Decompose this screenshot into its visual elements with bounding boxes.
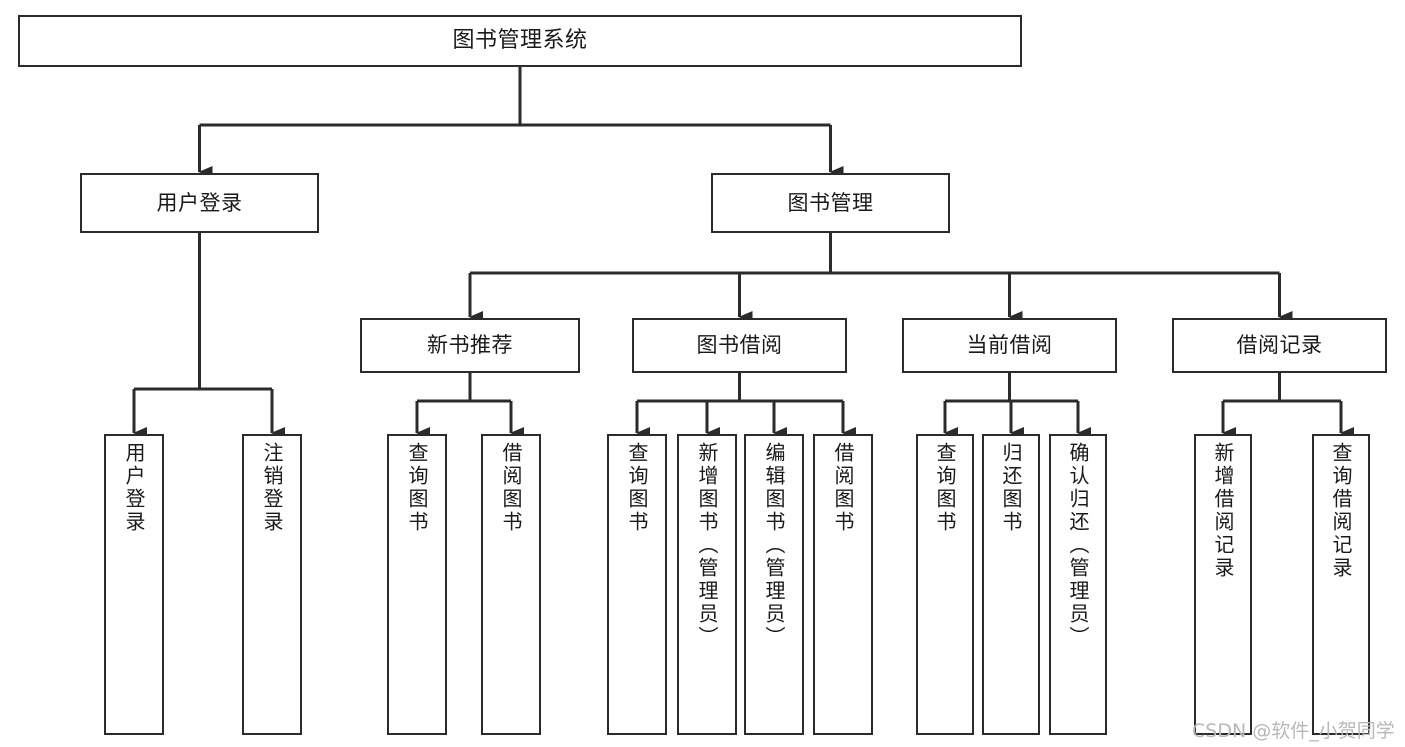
node-new-book-recommend-label: 新书推荐 [427, 333, 513, 358]
node-leaf-add-book[interactable]: 新增图书（管理员） [677, 434, 737, 735]
node-book-borrow-label: 图书借阅 [696, 333, 783, 358]
node-leaf-query-book-1-label: 查询图书 [405, 442, 429, 534]
node-current-borrow-label: 当前借阅 [966, 333, 1053, 358]
node-leaf-user-login[interactable]: 用户登录 [104, 434, 164, 735]
node-root-label: 图书管理系统 [452, 28, 588, 54]
node-leaf-logout-label: 注销登录 [260, 442, 284, 534]
node-leaf-borrow-book-2[interactable]: 借阅图书 [813, 434, 873, 735]
node-leaf-query-record[interactable]: 查询借阅记录 [1312, 434, 1370, 735]
node-leaf-query-record-label: 查询借阅记录 [1329, 442, 1353, 580]
node-root[interactable]: 图书管理系统 [18, 15, 1022, 67]
node-user-login-label: 用户登录 [156, 190, 243, 215]
node-user-login[interactable]: 用户登录 [80, 173, 319, 233]
node-leaf-borrow-book-1-label: 借阅图书 [499, 442, 523, 534]
node-leaf-confirm-return-label: 确认归还（管理员） [1066, 442, 1090, 649]
node-leaf-add-book-label: 新增图书（管理员） [695, 442, 719, 649]
node-book-manage-label: 图书管理 [787, 190, 874, 215]
node-leaf-edit-book[interactable]: 编辑图书（管理员） [744, 434, 804, 735]
node-leaf-add-record[interactable]: 新增借阅记录 [1194, 434, 1252, 735]
node-book-borrow[interactable]: 图书借阅 [632, 318, 847, 373]
node-leaf-return-book-label: 归还图书 [999, 442, 1023, 534]
node-leaf-logout[interactable]: 注销登录 [242, 434, 302, 735]
node-borrow-record[interactable]: 借阅记录 [1172, 318, 1387, 373]
node-leaf-query-book-2[interactable]: 查询图书 [607, 434, 667, 735]
node-leaf-add-record-label: 新增借阅记录 [1211, 442, 1235, 580]
node-leaf-borrow-book-2-label: 借阅图书 [831, 442, 855, 534]
node-leaf-return-book[interactable]: 归还图书 [982, 434, 1040, 735]
node-leaf-query-book-2-label: 查询图书 [625, 442, 649, 534]
node-current-borrow[interactable]: 当前借阅 [902, 318, 1117, 373]
node-book-manage[interactable]: 图书管理 [711, 173, 950, 233]
node-leaf-user-login-label: 用户登录 [122, 442, 146, 534]
node-leaf-borrow-book-1[interactable]: 借阅图书 [481, 434, 541, 735]
node-new-book-recommend[interactable]: 新书推荐 [360, 318, 580, 373]
node-leaf-query-book-1[interactable]: 查询图书 [387, 434, 447, 735]
node-leaf-edit-book-label: 编辑图书（管理员） [762, 442, 786, 649]
node-leaf-confirm-return[interactable]: 确认归还（管理员） [1049, 434, 1107, 735]
node-borrow-record-label: 借阅记录 [1236, 333, 1323, 358]
node-leaf-query-book-3[interactable]: 查询图书 [916, 434, 974, 735]
node-leaf-query-book-3-label: 查询图书 [933, 442, 957, 534]
